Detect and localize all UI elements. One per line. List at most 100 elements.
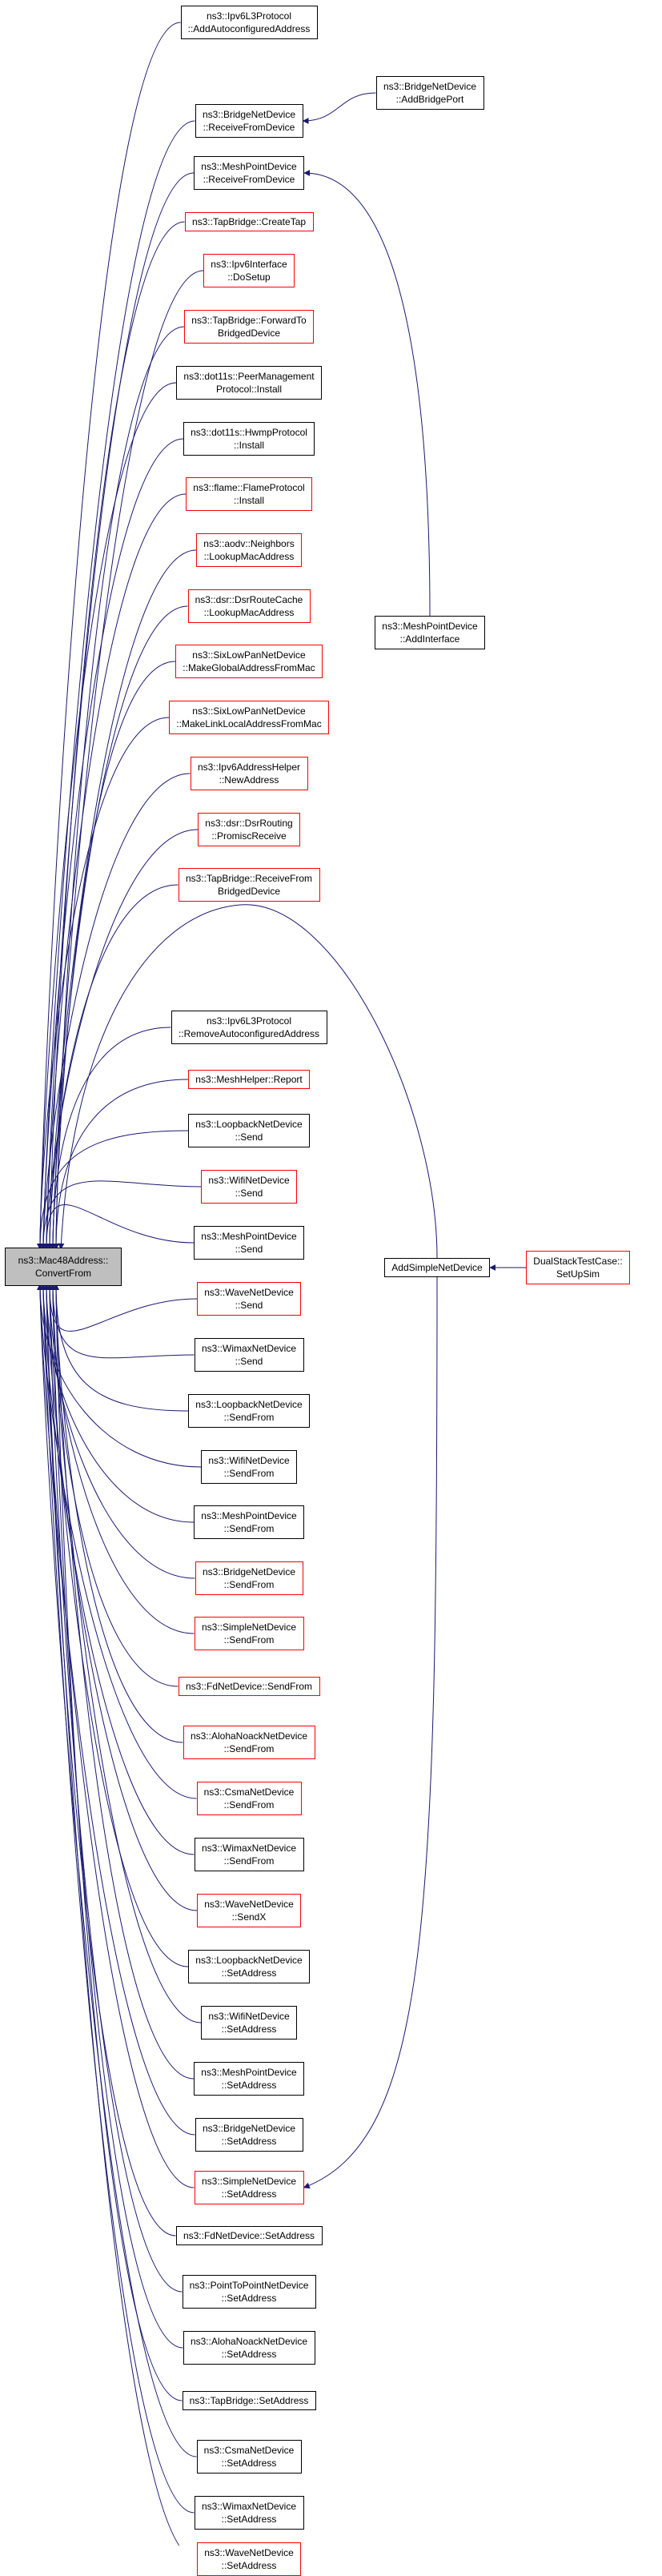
caller-node[interactable]: ns3::MeshPointDevice::SetAddress bbox=[194, 2062, 304, 2096]
node-label-line: ns3::Ipv6L3Protocol bbox=[206, 10, 292, 22]
node-label-line: ::ReceiveFromDevice bbox=[203, 174, 295, 185]
call-edge bbox=[37, 1130, 189, 1250]
caller-node[interactable]: ns3::SixLowPanNetDevice::MakeGlobalAddre… bbox=[175, 645, 323, 678]
caller-node[interactable]: ns3::MeshPointDevice::Send bbox=[194, 1226, 304, 1260]
caller-node[interactable]: ns3::TapBridge::SetAddress bbox=[182, 2391, 316, 2410]
call-edge bbox=[43, 1284, 198, 1911]
node-label-line: AddSimpleNetDevice bbox=[391, 1262, 483, 1273]
node-label-line: ::MakeLinkLocalAddressFromMac bbox=[176, 718, 322, 729]
call-edge bbox=[37, 1284, 197, 1799]
caller-node[interactable]: ns3::FdNetDevice::SetAddress bbox=[175, 2226, 323, 2245]
call-edge bbox=[43, 1284, 180, 2546]
caller-node[interactable]: ns3::AlohaNoackNetDevice::SendFrom bbox=[183, 1726, 315, 1759]
call-edge bbox=[302, 92, 376, 124]
call-edge bbox=[40, 1284, 195, 1855]
root-node[interactable]: ns3::Mac48Address::ConvertFrom bbox=[5, 1248, 122, 1286]
call-edge bbox=[40, 1180, 202, 1250]
caller-node[interactable]: ns3::BridgeNetDevice::SendFrom bbox=[195, 1561, 303, 1595]
caller-node[interactable]: ns3::WimaxNetDevice::Send bbox=[194, 1338, 304, 1372]
node-label-line: ConvertFrom bbox=[34, 1268, 91, 1279]
node-label-line: ns3::SimpleNetDevice bbox=[201, 2176, 297, 2187]
caller-node[interactable]: ns3::dsr::DsrRouteCache::LookupMacAddres… bbox=[187, 589, 311, 623]
caller-node[interactable]: ns3::FdNetDevice::SendFrom bbox=[178, 1677, 320, 1696]
caller-node[interactable]: ns3::AlohaNoackNetDevice::SetAddress bbox=[183, 2331, 315, 2365]
node-label-line: ::SetAddress bbox=[221, 1967, 277, 1979]
caller-node[interactable]: ns3::Ipv6L3Protocol::AddAutoconfiguredAd… bbox=[180, 6, 318, 39]
caller-node[interactable]: ns3::BridgeNetDevice::ReceiveFromDevice bbox=[195, 104, 303, 138]
call-edge bbox=[37, 1284, 195, 2136]
call-edge bbox=[40, 773, 191, 1250]
caller-node[interactable]: ns3::Ipv6Interface::DoSetup bbox=[203, 254, 295, 287]
node-label-line: ::Send bbox=[235, 1244, 263, 1255]
caller-node[interactable]: ns3::WifiNetDevice::SendFrom bbox=[201, 1450, 297, 1484]
caller-node[interactable]: ns3::LoopbackNetDevice::SetAddress bbox=[188, 1950, 310, 1983]
node-label-line: ns3::WifiNetDevice bbox=[208, 1175, 290, 1186]
node-label-line: ::DoSetup bbox=[227, 271, 271, 283]
call-edge bbox=[43, 1204, 195, 1250]
node-label-line: DualStackTestCase:: bbox=[533, 1256, 623, 1267]
node-label-line: ns3::flame::FlameProtocol bbox=[193, 482, 305, 493]
node-label-line: ns3::WaveNetDevice bbox=[204, 1287, 294, 1298]
caller-node[interactable]: ns3::Ipv6L3Protocol::RemoveAutoconfigure… bbox=[171, 1011, 327, 1044]
caller-node[interactable]: ns3::WifiNetDevice::SetAddress bbox=[201, 2006, 297, 2040]
call-edge bbox=[37, 382, 177, 1250]
caller-node[interactable]: ns3::WaveNetDevice::Send bbox=[197, 1282, 301, 1316]
call-edge bbox=[303, 170, 431, 617]
caller-node[interactable]: ns3::flame::FlameProtocol::Install bbox=[186, 477, 312, 511]
node-label-line: ::SetAddress bbox=[221, 2349, 277, 2360]
caller-node[interactable]: ns3::WaveNetDevice::SetAddress bbox=[197, 2542, 301, 2576]
caller-node[interactable]: ns3::SimpleNetDevice::SetAddress bbox=[194, 2171, 304, 2204]
call-edge bbox=[53, 1284, 189, 1412]
caller-node[interactable]: ns3::CsmaNetDevice::SendFrom bbox=[196, 1782, 302, 1815]
call-edge bbox=[37, 717, 170, 1250]
node-label-line: ns3::WimaxNetDevice bbox=[201, 2501, 297, 2512]
caller-node[interactable]: ns3::SixLowPanNetDevice::MakeLinkLocalAd… bbox=[169, 701, 329, 734]
caller-node[interactable]: ns3::dsr::DsrRouting::PromiscReceive bbox=[198, 813, 300, 846]
caller-node[interactable]: ns3::WimaxNetDevice::SetAddress bbox=[194, 2496, 304, 2530]
node-label-line: ::SendX bbox=[231, 1911, 267, 1923]
caller-node[interactable]: ns3::SimpleNetDevice::SendFrom bbox=[194, 1617, 304, 1650]
node-label-line: ::SetAddress bbox=[221, 2023, 277, 2035]
call-edge bbox=[50, 605, 188, 1250]
caller-node[interactable]: ns3::PointToPointNetDevice::SetAddress bbox=[182, 2275, 316, 2309]
caller-node[interactable]: ns3::LoopbackNetDevice::Send bbox=[188, 1114, 310, 1147]
caller-node[interactable]: ns3::dot11s::HwmpProtocol::Install bbox=[183, 422, 315, 456]
caller-node[interactable]: ns3::CsmaNetDevice::SetAddress bbox=[196, 2440, 302, 2474]
caller-node[interactable]: ns3::LoopbackNetDevice::SendFrom bbox=[188, 1394, 310, 1428]
caller-node[interactable]: AddSimpleNetDevice bbox=[384, 1258, 490, 1277]
call-edge bbox=[43, 829, 199, 1250]
call-edge bbox=[40, 1284, 195, 2188]
caller-node[interactable]: ns3::WimaxNetDevice::SendFrom bbox=[194, 1838, 304, 1871]
caller-node[interactable]: ns3::MeshPointDevice::ReceiveFromDevice bbox=[194, 156, 304, 190]
node-label-line: ns3::BridgeNetDevice bbox=[202, 2123, 296, 2134]
caller-node[interactable]: ns3::Ipv6AddressHelper::NewAddress bbox=[190, 757, 308, 790]
node-label-line: ns3::LoopbackNetDevice bbox=[195, 1399, 303, 1410]
node-label-line: ::SetAddress bbox=[221, 2560, 277, 2571]
call-edge bbox=[46, 1284, 189, 1967]
caller-node[interactable]: ns3::MeshHelper::Report bbox=[188, 1070, 310, 1089]
node-label-line: ::SendFrom bbox=[223, 1855, 275, 1867]
node-label-line: ns3::MeshPointDevice bbox=[201, 2067, 297, 2078]
caller-node[interactable]: ns3::WifiNetDevice::Send bbox=[201, 1170, 297, 1204]
call-edge bbox=[40, 1284, 195, 2514]
node-label-line: ::SetAddress bbox=[221, 2188, 277, 2200]
caller-node[interactable]: ns3::MeshPointDevice::AddInterface bbox=[375, 616, 485, 649]
caller-node[interactable]: ns3::TapBridge::CreateTap bbox=[184, 212, 314, 231]
call-edge bbox=[43, 493, 187, 1250]
caller-node[interactable]: ns3::BridgeNetDevice::AddBridgePort bbox=[375, 76, 484, 110]
node-label-line: ns3::WimaxNetDevice bbox=[201, 1843, 297, 1854]
call-edge bbox=[53, 1079, 189, 1250]
caller-node[interactable]: ns3::WaveNetDevice::SendX bbox=[197, 1894, 301, 1927]
node-label-line: ::SendFrom bbox=[223, 1634, 275, 1646]
caller-node[interactable]: ns3::BridgeNetDevice::SetAddress bbox=[195, 2118, 303, 2152]
node-label-line: ns3::dsr::DsrRouting bbox=[205, 818, 293, 829]
caller-node[interactable]: ns3::aodv::Neighbors::LookupMacAddress bbox=[196, 533, 302, 567]
caller-node[interactable]: DualStackTestCase::SetUpSim bbox=[526, 1251, 630, 1284]
caller-node[interactable]: ns3::MeshPointDevice::SendFrom bbox=[194, 1505, 304, 1539]
call-edge bbox=[303, 1276, 438, 2189]
node-label-line: ::Install bbox=[233, 495, 264, 506]
